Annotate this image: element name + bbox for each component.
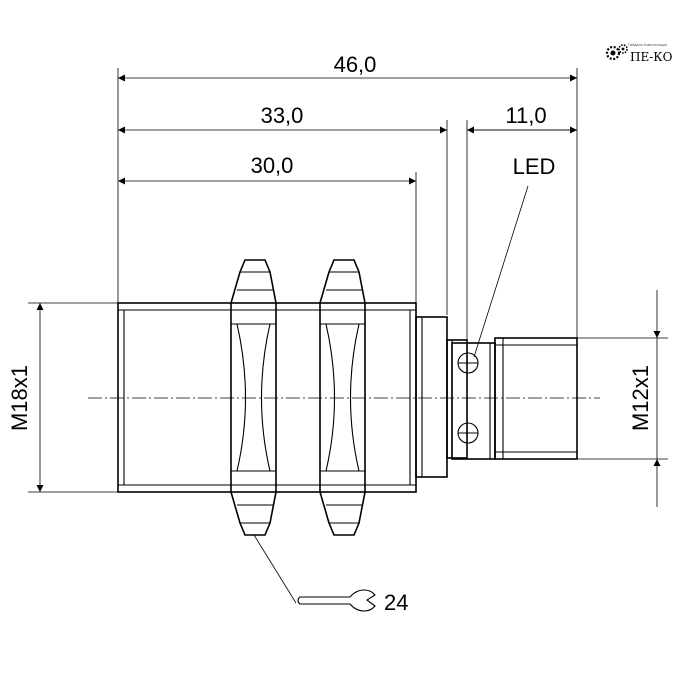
logo-text: ПЕ-КО (630, 50, 673, 64)
dim-total-length-label: 46,0 (334, 52, 377, 77)
sensor-body (117, 302, 578, 493)
led-windows (457, 352, 479, 444)
dim-connector-thread-label: M12x1 (628, 365, 653, 431)
dimension-connector-length: 11,0 (467, 103, 577, 134)
dimension-thread-length: 33,0 (118, 103, 447, 134)
nut-left (230, 259, 277, 536)
dimension-connector-thread: M12x1 (628, 290, 661, 507)
dimension-housing-length: 30,0 (118, 153, 416, 185)
dimension-total-length: 46,0 (118, 52, 577, 82)
company-logo: Пайдалы Комплектация ПЕ-КО (605, 43, 673, 64)
dim-connector-length-label: 11,0 (505, 103, 546, 128)
gear-icon (605, 44, 628, 61)
dim-housing-length-label: 30,0 (251, 153, 294, 178)
led-label: LED (513, 154, 556, 179)
wrench-icon (297, 589, 376, 612)
extension-lines (28, 68, 668, 493)
wrench-size-label: 24 (384, 590, 408, 615)
dimension-body-thread: M18x1 (7, 303, 44, 492)
dim-thread-length-label: 33,0 (261, 103, 304, 128)
dim-body-thread-label: M18x1 (7, 365, 32, 431)
logo-subtitle: Пайдалы Комплектация (628, 43, 667, 47)
nut-right (319, 259, 366, 536)
wrench-callout: 24 (253, 534, 408, 615)
led-callout: LED (473, 154, 556, 358)
